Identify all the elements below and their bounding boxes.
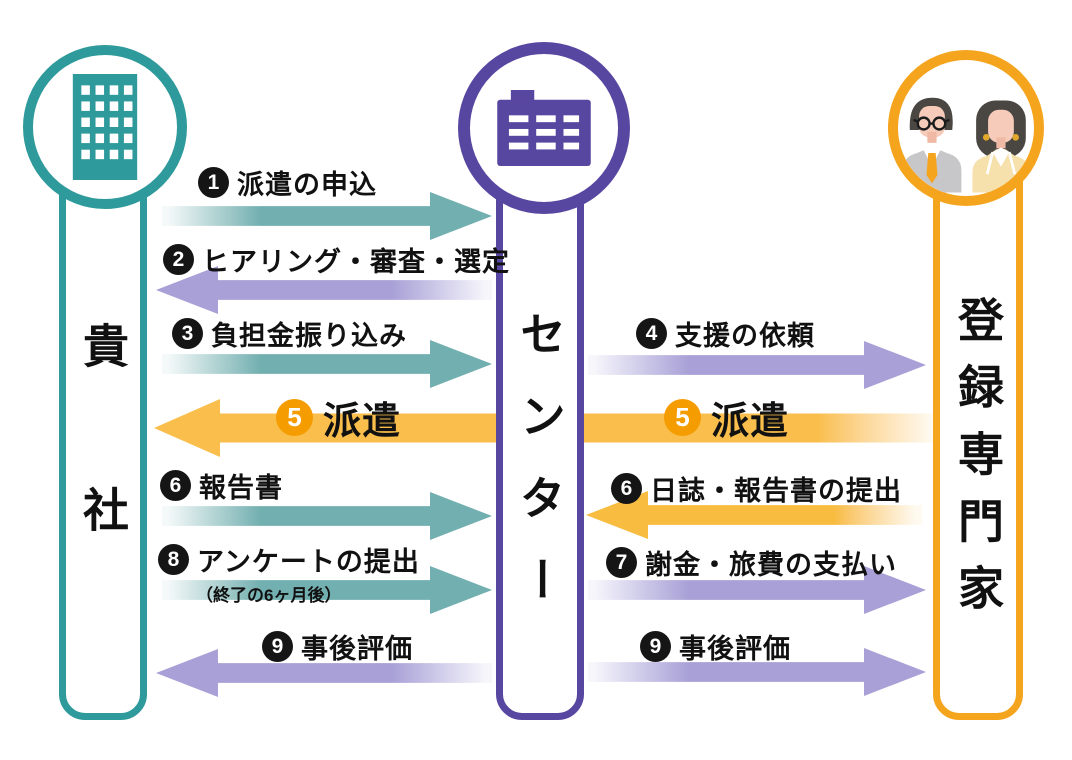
company-icon-circle — [23, 45, 187, 209]
flow7-label: 7 謝金・旅費の支払い — [606, 543, 897, 582]
flow3-label: 3 負担金振り込み — [172, 314, 407, 353]
experts-icon-circle — [888, 50, 1044, 206]
flow9-left-text: 事後評価 — [301, 634, 413, 664]
flow6-left-text: 報告書 — [199, 473, 283, 503]
flow7-text: 謝金・旅費の支払い — [645, 550, 897, 580]
flow9-left-label: 9 事後評価 — [262, 627, 413, 666]
experts-label: 登録専門家 — [952, 296, 1004, 631]
flow6-left-label: 6 報告書 — [160, 466, 283, 505]
flow4-text: 支援の依頼 — [675, 321, 815, 351]
center-column — [496, 118, 584, 720]
flow1-text: 派遣の申込 — [237, 170, 377, 200]
flow6-right-label: 6 日誌・報告書の提出 — [611, 469, 902, 508]
organizer-icon — [497, 90, 591, 166]
step-9-badge: 9 — [640, 631, 671, 662]
flow9-right-label: 9 事後評価 — [640, 627, 791, 666]
flow5-label-left: 5 派遣 — [276, 390, 401, 445]
center-icon-circle — [458, 42, 630, 214]
step-7-badge: 7 — [606, 547, 637, 578]
flow8-subtext: （終了の6ヶ月後） — [196, 586, 342, 605]
flow9-right-text: 事後評価 — [679, 634, 791, 664]
flow5-text: 派遣 — [711, 401, 790, 443]
step-3-badge: 3 — [172, 318, 203, 349]
step-9-badge: 9 — [262, 631, 293, 662]
flow4-label: 4 支援の依頼 — [636, 314, 815, 353]
flow8-label: 8 アンケートの提出 （終了の6ヶ月後） — [158, 540, 420, 606]
step-6-badge: 6 — [160, 470, 191, 501]
flow5-text: 派遣 — [323, 401, 402, 443]
company-column — [59, 118, 147, 720]
step-4-badge: 4 — [636, 318, 667, 349]
building-icon — [66, 74, 144, 180]
step-5-badge: 5 — [664, 399, 701, 436]
step-1-badge: 1 — [198, 167, 229, 198]
flow6-right-text: 日誌・報告書の提出 — [650, 476, 902, 506]
experts-icon — [898, 89, 1034, 193]
flow2-text: ヒアリング・審査・選定 — [202, 247, 510, 277]
flow5-label-right: 5 派遣 — [664, 390, 789, 445]
company-label: 貴社 — [77, 322, 129, 650]
center-label: センター — [514, 310, 566, 638]
step-6-badge: 6 — [611, 473, 642, 504]
flow3-text: 負担金振り込み — [211, 321, 407, 351]
step-2-badge: 2 — [163, 244, 194, 275]
flow1-label: 1 派遣の申込 — [198, 163, 377, 202]
flow2-label: 2 ヒアリング・審査・選定 — [163, 240, 510, 279]
step-8-badge: 8 — [158, 544, 189, 575]
step-5-badge: 5 — [276, 399, 313, 436]
flow8-text: アンケートの提出 — [197, 547, 420, 577]
